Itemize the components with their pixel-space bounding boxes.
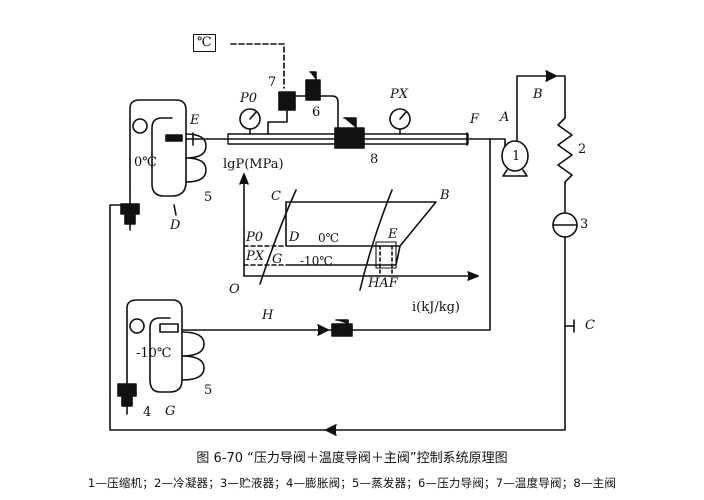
chart-B: B [440, 188, 450, 203]
label-2: 2 [578, 142, 587, 157]
lower-bulb [129, 318, 145, 334]
lower-arrow [317, 324, 329, 336]
chart-origin: O [229, 282, 240, 297]
label-3: 3 [580, 217, 589, 232]
liquid-branch [109, 204, 132, 397]
chart-P0: P0 [246, 230, 264, 245]
label-8: 8 [370, 152, 379, 167]
valve8-body [227, 133, 469, 145]
chart-C: C [271, 189, 281, 204]
evaporator-lower-loops [181, 331, 205, 381]
thermostat-box: ℃ [193, 34, 216, 52]
upper-bulb [132, 118, 148, 134]
condenser [557, 117, 573, 183]
label-G: G [165, 404, 176, 419]
evaporator-upper-loops [185, 133, 207, 183]
chart-PX: PX [246, 249, 265, 264]
lower-cap [159, 323, 179, 333]
chart-y-arrow [239, 173, 249, 185]
label-5-upper: 5 [204, 190, 213, 205]
label-H: H [262, 308, 274, 323]
evaporator-lower [126, 299, 183, 393]
thermostat-capillary [230, 43, 285, 89]
lower-expansion-valve [117, 383, 137, 407]
figure-caption: 图 6-70 “压力导阀＋温度导阀＋主阀”控制系统原理图 [196, 451, 508, 466]
chart-x-arrow [467, 271, 479, 281]
vertical-HAF [379, 245, 393, 277]
valve8-top [343, 117, 357, 129]
chart-D: D [289, 230, 300, 245]
liquid-line [109, 236, 566, 431]
chart-HAF: HAF [368, 276, 398, 291]
upper-expansion-valve [120, 203, 140, 225]
evap-box [375, 241, 397, 269]
discharge-pipe [516, 75, 566, 142]
chart-y-axis-label: lgP(MPa) [223, 157, 284, 172]
label-4: 4 [143, 405, 152, 420]
chart-temp-neg10: -10℃ [300, 254, 333, 268]
gauge-PX-label: PX [390, 87, 409, 102]
label-A: A [500, 110, 510, 125]
chart-temp-0: 0℃ [318, 231, 340, 245]
pressure-pilot-valve [305, 71, 321, 101]
label-6: 6 [312, 105, 321, 120]
temp-lower: -10℃ [136, 346, 172, 361]
evaporator-upper [129, 99, 187, 197]
label-1: 1 [512, 149, 521, 164]
lower-valve [331, 319, 353, 337]
sat-right [359, 189, 393, 291]
suction-pipe [185, 138, 506, 149]
temp-upper: 0℃ [134, 155, 157, 170]
cycle-upper [285, 201, 437, 247]
liquid-arrow [325, 424, 337, 436]
sat-left [259, 189, 297, 285]
main-valve-8 [334, 127, 365, 149]
lgp-i-chart [239, 173, 479, 291]
compressor-base [502, 169, 528, 177]
discharge-arrow [545, 70, 557, 82]
valve-C [564, 319, 575, 333]
compressor [501, 140, 529, 172]
chart-G: G [272, 252, 283, 267]
label-B: B [533, 87, 543, 102]
upper-cap [165, 134, 183, 142]
lower-suction [181, 138, 491, 331]
thermostat-unit: ℃ [197, 35, 212, 50]
chart-E: E [388, 227, 398, 242]
pilot-to-gauge [267, 109, 288, 135]
label-F: F [470, 112, 480, 127]
label-5-lower: 5 [204, 383, 213, 398]
label-D: D [170, 218, 181, 233]
figure-legend: 1—压缩机；2—冷凝器；3—贮液器；4—膨胀阀；5—蒸发器；6—压力导阀；7—温… [87, 476, 617, 490]
gauge-P0-label: P0 [240, 91, 258, 106]
label-C: C [585, 318, 595, 333]
label-7: 7 [268, 75, 277, 90]
chart-x-axis-label: i(kJ/kg) [412, 300, 460, 315]
temp-pilot-valve [278, 91, 296, 111]
label-E: E [190, 113, 200, 128]
